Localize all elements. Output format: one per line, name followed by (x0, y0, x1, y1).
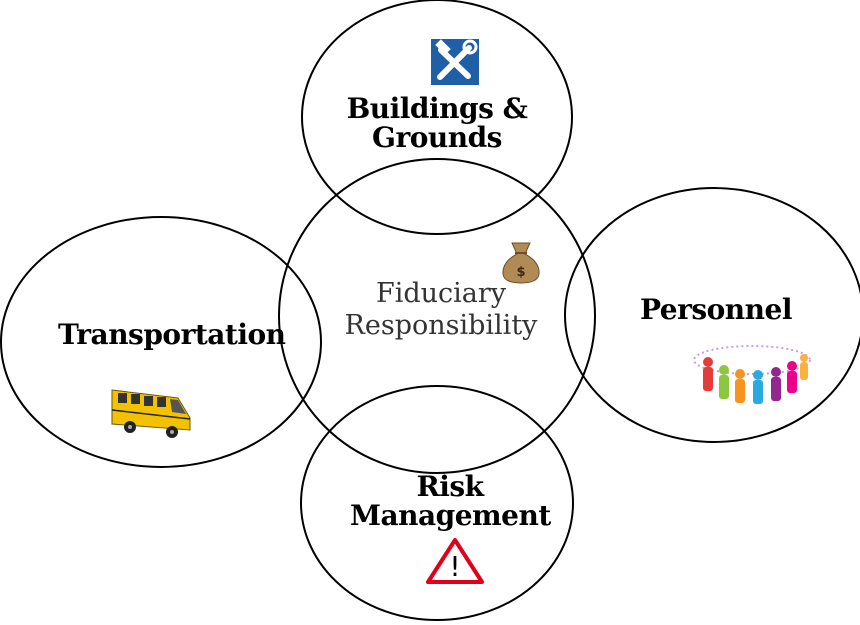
label-personnel: Personnel (640, 293, 792, 326)
circle-fiduciary (278, 158, 596, 474)
circle-transportation (0, 216, 322, 468)
label-buildings-grounds: Buildings & Grounds (346, 92, 528, 155)
label-transportation: Transportation (58, 318, 286, 351)
label-risk-management: Risk Management (350, 470, 551, 533)
circle-risk (300, 385, 574, 621)
svg-text:$: $ (516, 265, 525, 280)
warning-icon: ! (426, 538, 484, 584)
svg-text:!: ! (449, 550, 460, 583)
money-bag-icon: $ (502, 242, 540, 284)
tools-icon (431, 39, 479, 85)
circle-buildings (301, 0, 573, 235)
people-circle-icon (693, 345, 811, 404)
school-bus-icon (111, 389, 191, 438)
label-fiduciary-responsibility: Fiduciary Responsibility (344, 278, 538, 342)
circle-personnel (564, 187, 860, 443)
